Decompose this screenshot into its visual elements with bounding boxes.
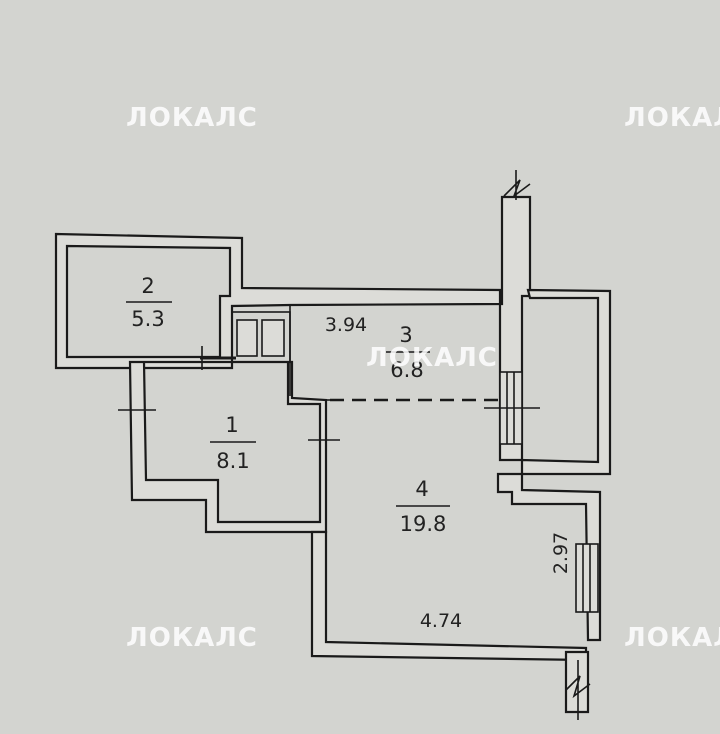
dim-room3-width: 3.94: [325, 314, 367, 336]
inner-lines: [118, 170, 599, 720]
bottom-wall: [310, 530, 588, 662]
dim-room4-side: 2.97: [550, 532, 572, 574]
right-wall: [496, 472, 602, 642]
watermark: ЛОКАЛС: [624, 623, 720, 653]
room2-number: 2: [141, 274, 154, 298]
dimension-labels: 3.94 4.74 2.97: [325, 314, 572, 632]
break-mark-top: [503, 170, 531, 200]
watermark: ЛОКАЛС: [126, 103, 258, 133]
vent-box-right: [261, 319, 285, 357]
room1-area: 8.1: [216, 449, 249, 473]
room4-area: 19.8: [400, 512, 447, 536]
break-mark-bottom: [565, 660, 591, 720]
lower-shaft: [564, 650, 590, 714]
vent-box-left: [236, 319, 258, 357]
watermarks: ЛОКАЛС ЛОКАЛС ЛОКАЛС ЛОКАЛС ЛОКАЛС: [126, 103, 720, 653]
room3-area: 6.8: [390, 358, 423, 382]
walls: [54, 195, 612, 714]
room4-number: 4: [415, 477, 428, 501]
watermark: ЛОКАЛС: [366, 343, 498, 373]
room1-wall: [128, 360, 328, 534]
window-bottom-right: [575, 543, 599, 613]
dim-room4-width: 4.74: [420, 610, 462, 632]
watermark: ЛОКАЛС: [126, 623, 258, 653]
room2-area: 5.3: [131, 307, 164, 331]
loggia-wall: [520, 288, 612, 476]
room3-number: 3: [399, 323, 412, 347]
watermark: ЛОКАЛС: [624, 103, 720, 133]
room-labels: 2 5.3 3 6.8 1 8.1 4 19.8: [126, 274, 450, 536]
room1-number: 1: [225, 413, 238, 437]
